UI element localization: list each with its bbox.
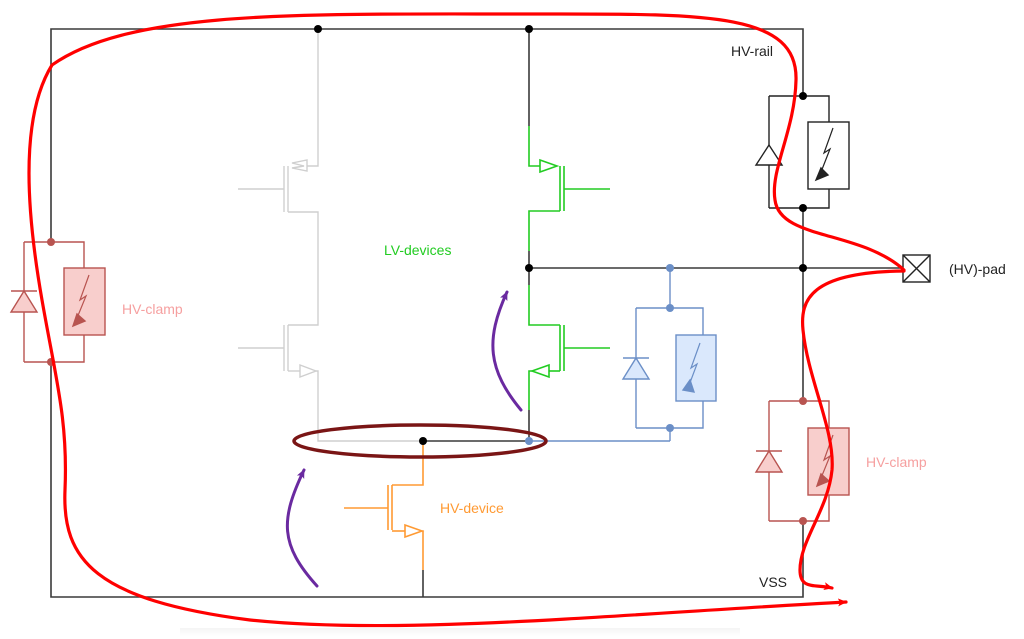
hv-rail-wire	[50, 28, 804, 242]
lv-green-devices	[528, 126, 610, 410]
rails	[50, 28, 900, 598]
hv-device-label: HV-device	[440, 500, 504, 516]
hv-clamp-left-label: HV-clamp	[122, 301, 183, 317]
vss-label: VSS	[759, 574, 787, 590]
esd-discharge-paths	[27, 12, 906, 628]
hv-rail-clamp	[754, 95, 850, 209]
critical-node-highlight	[292, 423, 548, 459]
hv-pad-label: (HV)-pad	[949, 261, 1006, 277]
stress-arrows	[285, 290, 523, 588]
bottom-shadow	[180, 628, 740, 636]
vss-wire	[50, 362, 804, 598]
hv-device	[344, 441, 425, 570]
local-clamp-blue	[529, 268, 717, 442]
hv-clamp-right-label: HV-clamp	[866, 454, 927, 470]
esd-path-main-loop	[27, 12, 906, 628]
esd-path-pad-to-vss	[798, 269, 906, 591]
hv-pad-icon	[902, 254, 931, 283]
hv-clamp-right	[754, 400, 850, 522]
stress-arrow-lower	[285, 468, 319, 588]
junction-dots	[47, 25, 807, 525]
lv-gray-devices	[238, 29, 423, 442]
hv-clamp-left	[9, 241, 106, 363]
hv-rail-label: HV-rail	[731, 43, 773, 59]
stress-arrow-upper	[491, 290, 523, 412]
lv-devices-label: LV-devices	[384, 242, 451, 258]
